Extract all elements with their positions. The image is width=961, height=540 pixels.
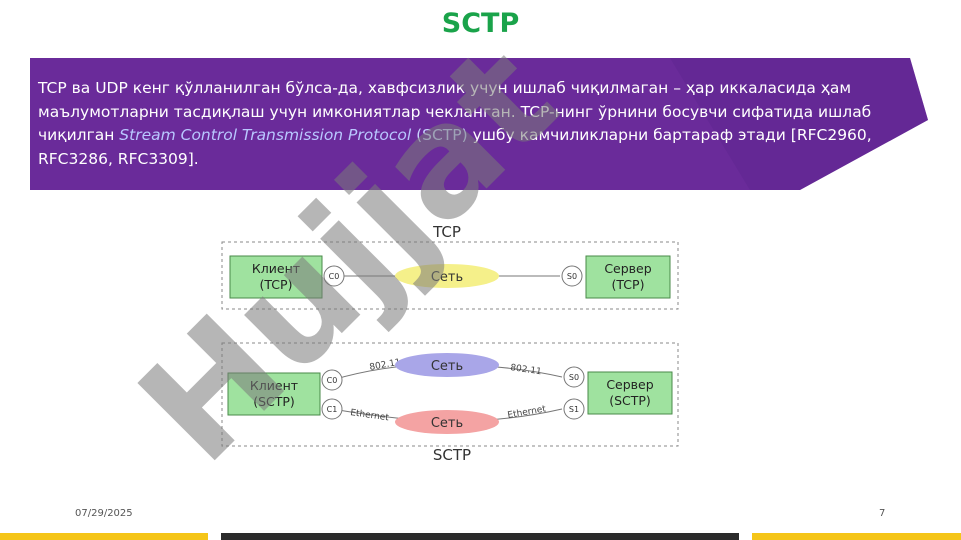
tcp-client-name: Клиент xyxy=(252,261,300,276)
banner-text: TCP ва UDP кенг қўлланилган бўлса-да, ха… xyxy=(38,77,888,171)
sctp-link-bottom-left-label: Ethernet xyxy=(350,408,390,423)
sctp-client-name: Клиент xyxy=(250,378,298,393)
tcp-server-port xyxy=(561,265,583,287)
sctp-network-top xyxy=(395,353,499,377)
sctp-client-port-1-label: C1 xyxy=(327,405,338,414)
tcp-server-name: Сервер xyxy=(604,261,651,276)
sctp-network-bottom-label: Сеть xyxy=(431,416,463,431)
banner-text-protocol-name: Stream Control Transmission Protocol xyxy=(119,126,412,144)
sctp-client-port-0-label: C0 xyxy=(327,376,338,385)
banner-text-part3: ушбу камчиликларни бартараф этади [RFC29… xyxy=(38,126,872,168)
tcp-server-node xyxy=(585,255,671,299)
sctp-client-port-0 xyxy=(321,369,343,391)
sctp-server-port-0 xyxy=(563,366,585,388)
footer-bar-center xyxy=(221,533,739,540)
sctp-server-node xyxy=(587,371,673,415)
sctp-client-protocol: (SCTP) xyxy=(253,394,295,409)
tcp-server-protocol: (TCP) xyxy=(612,277,645,292)
sctp-client-port-1 xyxy=(321,398,343,420)
tcp-sctp-diagram: TCP Клиент (TCP) C0 Сеть S0 Сервер (TCP)… xyxy=(221,223,679,464)
tcp-client-port-label: C0 xyxy=(329,272,340,281)
sctp-label: SCTP xyxy=(433,446,471,464)
footer-date: 07/29/2025 xyxy=(75,508,133,519)
sctp-server-port-0-label: S0 xyxy=(569,373,579,382)
sctp-link-bottom-right-label: Ethernet xyxy=(507,404,547,421)
sctp-server-port-1-label: S1 xyxy=(569,405,579,414)
sctp-server-protocol: (SCTP) xyxy=(609,393,651,408)
tcp-client-protocol: (TCP) xyxy=(260,277,293,292)
footer-bar-right xyxy=(752,533,961,540)
tcp-frame xyxy=(221,241,679,310)
tcp-network xyxy=(395,264,499,288)
footer-bar-left xyxy=(0,533,208,540)
tcp-network-label: Сеть xyxy=(431,270,463,285)
page-number: 7 xyxy=(879,508,886,519)
sctp-frame xyxy=(221,342,679,447)
banner-text-part1: TCP ва UDP кенг қўлланилган бўлса-да, ха… xyxy=(38,79,872,144)
slide-title: SCTP xyxy=(441,8,520,39)
tcp-client-port xyxy=(323,265,345,287)
sctp-network-bottom xyxy=(395,410,499,434)
sctp-client-node xyxy=(227,372,321,416)
sctp-server-name: Сервер xyxy=(606,377,653,392)
sctp-server-port-1 xyxy=(563,398,585,420)
banner-text-abbreviation: (SCTP) xyxy=(411,126,468,144)
sctp-link-top-right-label: 802.11 xyxy=(510,363,543,377)
tcp-client-node xyxy=(229,255,323,299)
tcp-label: TCP xyxy=(432,223,461,241)
tcp-server-port-label: S0 xyxy=(567,272,577,281)
sctp-network-top-label: Сеть xyxy=(431,359,463,374)
banner-arrow xyxy=(30,58,928,190)
